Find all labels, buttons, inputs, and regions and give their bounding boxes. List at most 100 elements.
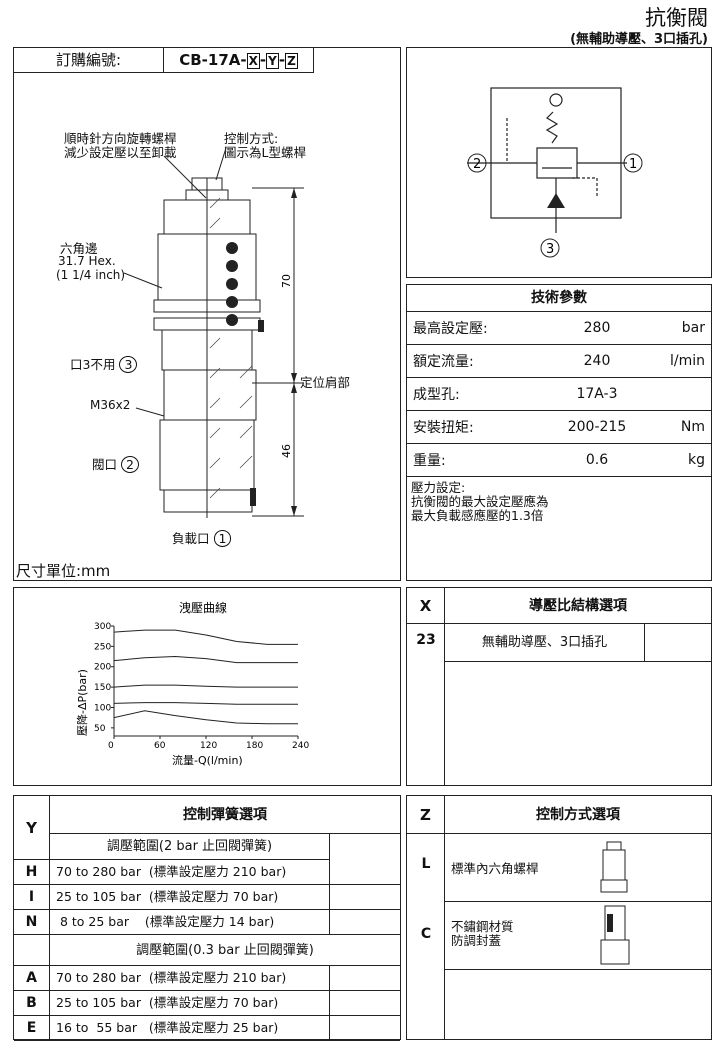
chart-series-line-4 [113, 702, 298, 705]
chart-x-tick-label: 60 [154, 741, 166, 751]
z-header: Z [407, 796, 445, 834]
tech-unit [650, 377, 711, 411]
spring-code: E [14, 1016, 50, 1040]
chart-ylabel: 壓降-ΔP(bar) [75, 669, 89, 736]
dim-top: 70 [280, 274, 293, 288]
y-title: 控制彈簧選項 [50, 796, 400, 834]
order-z-box: Z [285, 53, 298, 69]
spring-desc: 25 to 105 bar (標準設定壓力 70 bar) [50, 885, 330, 909]
tech-value: 0.6 [543, 443, 651, 477]
order-code-prefix: CB-17A- [179, 51, 247, 69]
tech-label: 重量: [407, 443, 544, 477]
dim-bottom: 46 [280, 444, 293, 458]
chart-y-tick-label: 150 [94, 683, 111, 693]
spring-desc: 25 to 105 bar (標準設定壓力 70 bar) [50, 991, 330, 1015]
chart-x-tick-label: 0 [108, 741, 114, 751]
tech-value: 17A-3 [543, 377, 651, 411]
tech-label: 成型孔: [407, 377, 544, 411]
symbol-port1: 1 [629, 157, 637, 172]
hex-label: 六角邊 [60, 241, 98, 256]
unit-label: 尺寸單位:mm [16, 562, 111, 580]
spring-code: I [14, 885, 50, 909]
spring-desc: 70 to 280 bar (標準設定壓力 210 bar) [50, 966, 330, 990]
tech-label: 安裝扭矩: [407, 410, 544, 444]
tamper-cap-icon [600, 905, 630, 965]
tech-note: 壓力設定: 抗衡閥的最大設定壓應為 最大負載感應壓的1.3倍 [411, 480, 549, 523]
chart-series-line-1 [113, 629, 298, 645]
x-code: 23 [416, 632, 436, 648]
order-y-box: Y [266, 53, 279, 69]
port2-label: 閥口 2 [92, 454, 139, 473]
page-title: 抗衡閥 [645, 6, 708, 30]
x-title: 導壓比結構選項 [445, 588, 711, 624]
chart-y-tick-label: 100 [94, 703, 111, 713]
x-header: X [407, 588, 445, 624]
x-desc: 無輔助導壓、3口插孔 [445, 624, 645, 662]
tech-unit: kg [650, 443, 711, 477]
page-subtitle: (無輔助導壓、3口插孔) [570, 32, 708, 47]
valve-cross-section: 70 46 [123, 147, 304, 518]
z-desc-l: 標準內六角螺桿 [451, 861, 539, 876]
spring-code: H [14, 860, 50, 884]
spring-desc: 16 to 55 bar (標準設定壓力 25 bar) [50, 1016, 330, 1040]
chart-series-line-2 [113, 656, 298, 664]
chart-y-tick-label: 300 [94, 622, 111, 632]
y-header: Y [14, 796, 50, 860]
locator-label: 定位肩部 [300, 375, 351, 390]
tech-label: 額定流量: [407, 344, 544, 378]
spring-option-row: N 8 to 25 bar (標準設定壓力 14 bar) [14, 910, 400, 935]
callout-control: 控制方式: 圖示為L型螺桿 [224, 131, 306, 160]
chart-series-line-5 [113, 710, 298, 725]
chart-title: 洩壓曲線 [179, 600, 227, 615]
spring-desc: 70 to 280 bar (標準設定壓力 210 bar) [50, 860, 330, 884]
symbol-port3: 3 [546, 242, 554, 257]
chart-y-tick-label: 250 [94, 642, 111, 652]
tech-title: 技術參數 [407, 285, 711, 312]
tech-unit: Nm [650, 410, 711, 444]
chart-x-tick-label: 180 [246, 741, 263, 751]
port1-label: 負載口 1 [172, 528, 232, 547]
order-code: CB-17A-X-Y-Z [164, 48, 314, 73]
z-desc-c: 不鏽鋼材質 防調封蓋 [451, 919, 514, 948]
tech-row: 成型孔:17A-3 [407, 377, 711, 411]
spring-desc: 8 to 25 bar (標準設定壓力 14 bar) [50, 910, 330, 934]
chart-series-line-3 [113, 684, 298, 688]
hex-screw-icon [600, 841, 628, 893]
hydraulic-symbol: 2 1 3 [467, 87, 643, 258]
drawing-panel: 訂購編號: CB-17A-X-Y-Z 順時針方向旋轉螺桿 減少設定壓以至卸載 控… [13, 47, 401, 581]
callout-rotate: 順時針方向旋轉螺桿 減少設定壓以至卸載 [64, 131, 177, 160]
tech-unit: l/min [650, 344, 711, 378]
z-title: 控制方式選項 [445, 796, 711, 834]
chart-y-tick-label: 50 [94, 724, 106, 734]
y-group1: 調壓範圍(2 bar 止回閥彈簧) [50, 834, 330, 860]
tech-value: 240 [543, 344, 651, 378]
hex-size: 31.7 Hex. [58, 254, 116, 268]
chart-xlabel: 流量-Q(l/min) [172, 753, 243, 767]
order-label: 訂購編號: [14, 48, 164, 73]
order-x-box: X [246, 53, 260, 69]
symbol-panel: 2 1 3 [406, 47, 712, 278]
y-group2: 調壓範圍(0.3 bar 止回閥彈簧) [50, 935, 400, 966]
x-panel: X 導壓比結構選項 23 無輔助導壓、3口插孔 [406, 587, 712, 786]
tech-value: 280 [543, 312, 651, 345]
z-code-c: C [420, 926, 432, 942]
spring-code: A [14, 966, 50, 990]
z-code-l: L [421, 856, 431, 872]
symbol-port2: 2 [473, 157, 481, 172]
z-panel: Z 控制方式選項 L 標準內六角螺桿 C 不鏽鋼材質 防調封蓋 [406, 795, 712, 1040]
thread-label: M36x2 [90, 398, 131, 412]
chart-svg: 洩壓曲線 壓降-ΔP(bar) 流量-Q(l/min) 501001502002… [75, 600, 309, 767]
